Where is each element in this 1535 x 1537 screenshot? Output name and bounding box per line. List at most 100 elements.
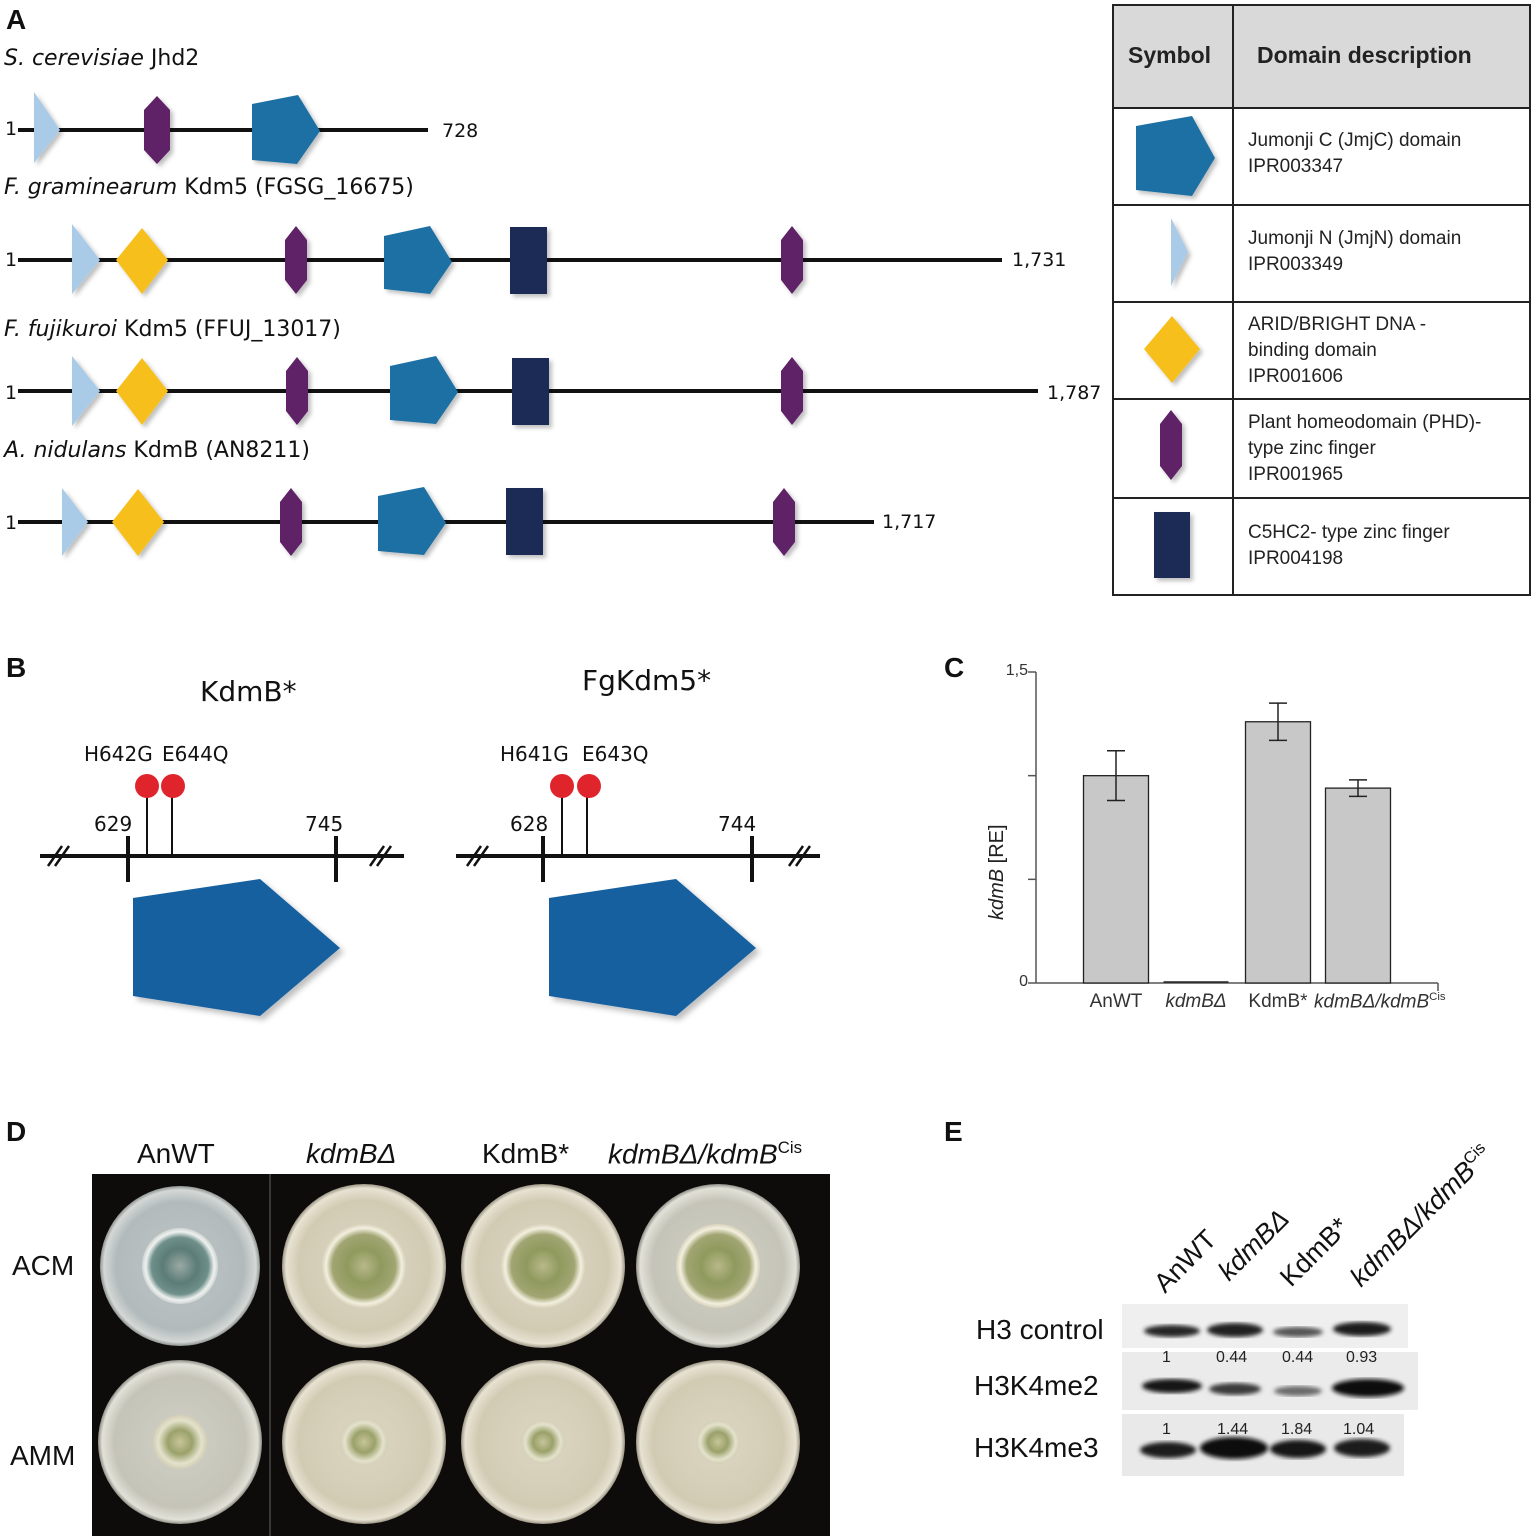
quant-value: 1 — [1162, 1349, 1171, 1366]
end-residue: 728 — [442, 120, 479, 142]
end-residue: 1,787 — [1047, 382, 1102, 404]
domain-legend-table: Symbol Domain description Jumonji C (Jmj… — [1112, 4, 1531, 596]
c5hc2-rectangle-icon — [510, 227, 547, 294]
panel-e-letter: E — [944, 1116, 963, 1147]
quant-value: 1.84 — [1281, 1421, 1313, 1438]
residue-end-label: 744 — [718, 812, 757, 836]
quant-value: 0.44 — [1282, 1349, 1314, 1366]
jmjc-pentagon-icon — [549, 879, 756, 1016]
blot-row-label: H3 control — [976, 1314, 1104, 1345]
protein-line-jhd2 — [18, 128, 428, 132]
blot-band — [1332, 1379, 1404, 1397]
fungal-colony — [340, 1418, 388, 1466]
legend-desc-phd: Plant homeodomain (PHD)-type zinc finger… — [1248, 412, 1482, 485]
blot-band — [1140, 1442, 1196, 1458]
blot-band — [1270, 1440, 1326, 1458]
phd-hexagon-icon — [285, 226, 307, 294]
fungal-colony — [676, 1224, 760, 1308]
residue-start-label: 629 — [94, 812, 133, 836]
break-mark — [53, 845, 71, 867]
phd-hexagon-icon — [286, 357, 308, 425]
y-tick-label: 1,5 — [1005, 662, 1028, 679]
blot-band — [1207, 1323, 1263, 1337]
fungal-colony — [322, 1224, 406, 1308]
legend-col-symbol: Symbol — [1128, 42, 1212, 68]
bar — [1324, 787, 1392, 984]
arid-diamond-icon — [112, 489, 164, 556]
species-label-jhd2: S. cerevisiae Jhd2 — [4, 46, 200, 71]
jmjc-pentagon-icon — [390, 356, 458, 424]
phd-hexagon-icon — [781, 226, 803, 294]
jmjc-pentagon-icon — [378, 487, 446, 555]
panel-a-letter: A — [6, 4, 27, 35]
phd-hexagon-icon — [144, 96, 170, 164]
plate-row-label: AMM — [10, 1440, 76, 1471]
jmjc-pentagon-icon — [384, 226, 452, 294]
arid-diamond-icon — [1144, 316, 1200, 383]
species-label-ff-kdm5: F. fujikuroi Kdm5 (FFUJ_13017) — [4, 317, 341, 342]
plate-column-label: AnWT — [137, 1138, 215, 1169]
start-residue: 1 — [5, 512, 18, 534]
jmjn-triangle-icon — [62, 488, 88, 556]
blot-band — [1200, 1437, 1268, 1459]
mutation-label: E644Q — [162, 742, 229, 766]
arid-diamond-icon — [116, 358, 168, 425]
jmjn-triangle-icon — [1171, 218, 1188, 286]
end-residue: 1,717 — [882, 511, 937, 533]
jmjc-pentagon-icon — [1136, 116, 1215, 196]
jmjn-triangle-icon — [72, 356, 100, 426]
x-category-label: kdmBΔ/kdmBCis — [1314, 991, 1446, 1013]
break-mark — [472, 845, 490, 867]
catalytic-site-svg — [40, 774, 820, 1016]
quant-value: 1.04 — [1343, 1421, 1375, 1438]
plate-column-label: KdmB* — [482, 1138, 570, 1169]
mutation-marker — [161, 774, 185, 798]
phd-hexagon-icon — [773, 488, 795, 556]
break-mark — [46, 845, 64, 867]
mutation-label: H641G — [500, 742, 569, 766]
end-residue: 1,731 — [1012, 249, 1067, 271]
x-category-label: kdmBΔ — [1165, 991, 1227, 1012]
species-label-an-kdmb: A. nidulans KdmB (AN8211) — [4, 438, 310, 463]
blot-band — [1273, 1327, 1323, 1337]
start-residue: 1 — [5, 249, 18, 271]
break-mark — [794, 845, 812, 867]
plate-photo — [92, 1174, 830, 1536]
fungal-colony — [501, 1224, 585, 1308]
blot-band — [1333, 1322, 1391, 1336]
legend-header — [1114, 6, 1529, 109]
x-category-label: AnWT — [1089, 991, 1143, 1012]
c5hc2-rectangle-icon — [512, 358, 549, 425]
fungal-colony — [521, 1420, 565, 1464]
jmjc-pentagon-icon — [252, 95, 320, 164]
phd-hexagon-icon — [1160, 410, 1182, 480]
arid-diamond-icon — [116, 228, 168, 294]
blot-band — [1334, 1439, 1390, 1457]
c5hc2-rectangle-icon — [506, 488, 543, 555]
blot-row-label: H3K4me3 — [974, 1432, 1099, 1463]
jmjn-triangle-icon — [72, 224, 100, 294]
break-mark — [787, 845, 805, 867]
species-label-fg-kdm5: F. graminearum Kdm5 (FGSG_16675) — [4, 175, 414, 200]
kdmb-star-title: KdmB* — [200, 675, 297, 708]
quant-value: 1.44 — [1217, 1421, 1249, 1438]
residue-end-label: 745 — [305, 812, 344, 836]
break-mark — [375, 845, 393, 867]
plate-column-label: kdmBΔ — [306, 1138, 397, 1169]
blot-row-label: H3K4me2 — [974, 1370, 1099, 1401]
phd-hexagon-icon — [781, 357, 803, 425]
quant-value: 0.93 — [1346, 1349, 1378, 1366]
panel-d-letter: D — [6, 1116, 27, 1147]
quant-value: 1 — [1162, 1421, 1171, 1438]
mutation-label: H642G — [84, 742, 153, 766]
c5hc2-rectangle-icon — [1154, 512, 1190, 578]
fungal-colony — [153, 1415, 207, 1469]
start-residue: 1 — [5, 118, 18, 140]
blot-band — [1142, 1379, 1202, 1393]
break-mark — [368, 845, 386, 867]
fgkdm5-star-title: FgKdm5* — [582, 664, 712, 697]
